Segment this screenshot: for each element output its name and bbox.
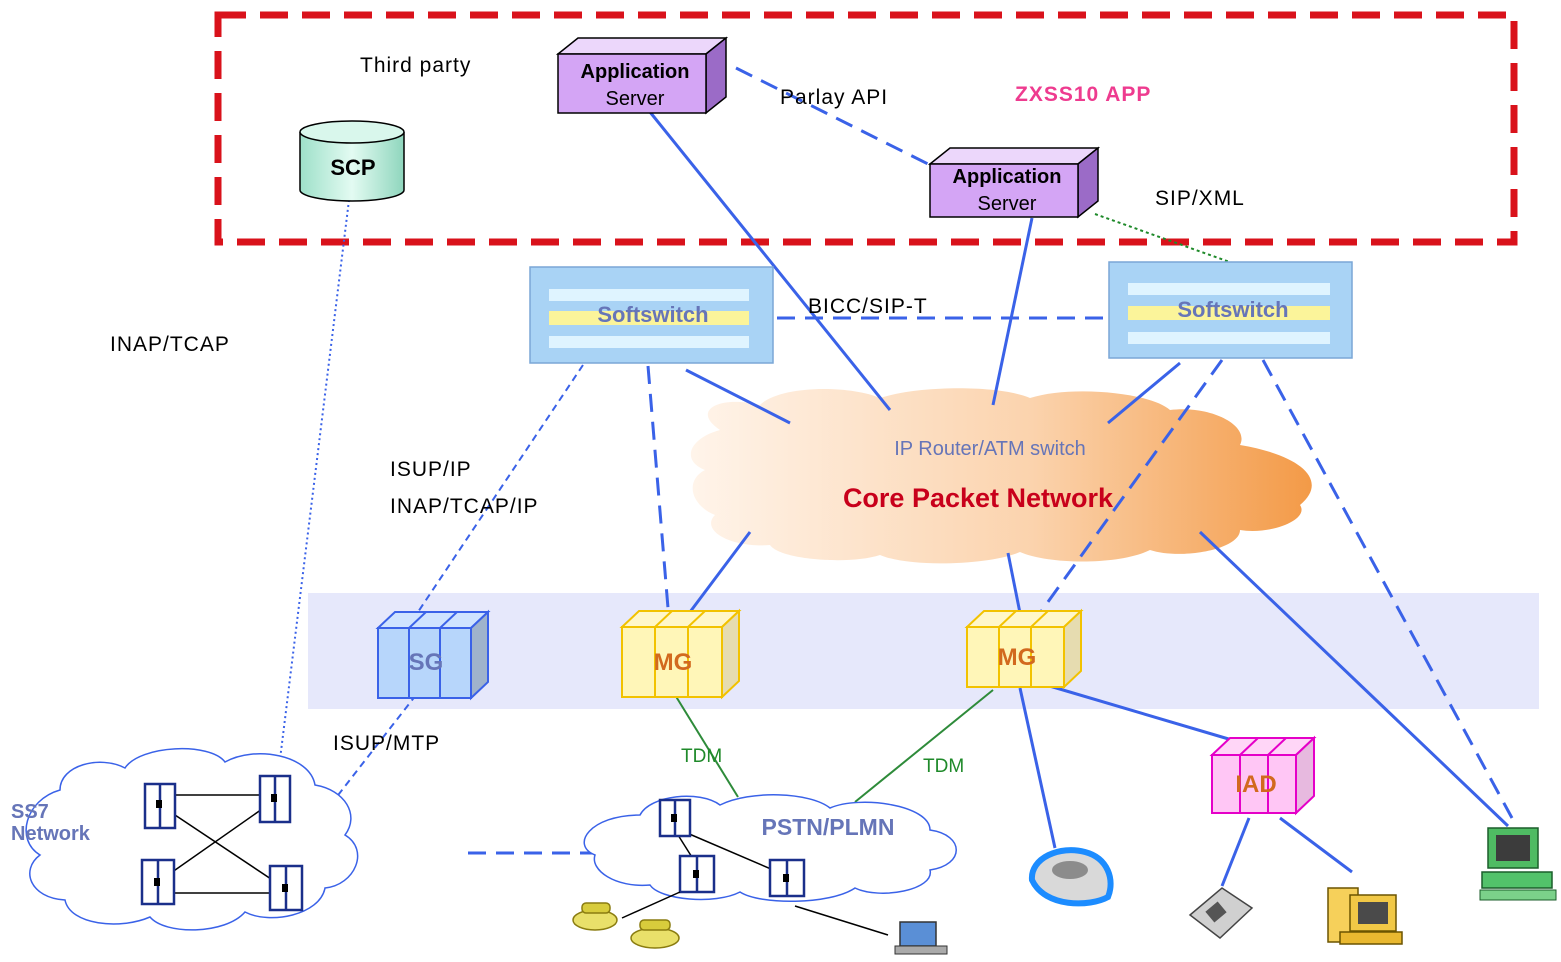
tdm-label-2: TDM bbox=[923, 756, 964, 777]
third-party-label: Third party bbox=[360, 54, 471, 77]
pstn-switch bbox=[768, 858, 806, 898]
pstn-switch bbox=[658, 798, 692, 838]
ss7-switch bbox=[258, 774, 292, 824]
pc-icon bbox=[1479, 827, 1557, 901]
sipxml-link bbox=[1094, 213, 1239, 266]
application-server-2[interactable]: Application Server bbox=[927, 146, 1101, 219]
softswitch-2-label: Softswitch bbox=[1177, 297, 1288, 322]
iad-node[interactable]: IAD bbox=[1209, 735, 1317, 816]
desk-phone-icon bbox=[1188, 887, 1254, 939]
scp-label: SCP bbox=[330, 155, 375, 180]
isup-ip-label: ISUP/IP bbox=[390, 458, 472, 481]
phone-icon bbox=[630, 919, 680, 949]
ss7-label-line1: SS7 bbox=[11, 801, 49, 823]
phone-icon bbox=[572, 902, 618, 931]
tdm-link-1 bbox=[671, 689, 739, 798]
app-server-1-line1: Application bbox=[581, 61, 690, 83]
tdm-link-2 bbox=[854, 689, 994, 803]
pstn-phone-link bbox=[621, 891, 681, 919]
sg-label: SG bbox=[409, 649, 444, 676]
tdm-label-1: TDM bbox=[681, 746, 722, 767]
app-server-2-line1: Application bbox=[953, 166, 1062, 188]
ss7-switch bbox=[140, 858, 176, 906]
ss7-switch bbox=[268, 864, 304, 912]
gateway-band bbox=[308, 593, 1539, 709]
app-server-1-line2: Server bbox=[606, 88, 665, 110]
ss7-label-line2: Network bbox=[11, 823, 91, 845]
parlay-label: Parlay API bbox=[780, 86, 888, 109]
laptop-icon bbox=[894, 921, 948, 955]
links bbox=[648, 111, 1510, 887]
pstn-switch bbox=[678, 854, 716, 894]
signaling-gateway[interactable]: SG bbox=[375, 609, 491, 701]
pstn-pc-link bbox=[794, 905, 889, 936]
pstn-label: PSTN/PLMN bbox=[762, 814, 895, 840]
application-zone-border bbox=[214, 11, 1518, 246]
softswitch-1-label: Softswitch bbox=[597, 302, 708, 327]
app-server-2-line2: Server bbox=[978, 193, 1037, 215]
sip-xml-label: SIP/XML bbox=[1155, 187, 1245, 210]
scp-ss7-link bbox=[274, 199, 350, 801]
inap-tcap-ip-label: INAP/TCAP/IP bbox=[390, 495, 539, 518]
media-gateway-1[interactable]: MG bbox=[619, 608, 742, 700]
iad-label: IAD bbox=[1235, 771, 1276, 798]
ss7-switch bbox=[143, 782, 177, 830]
isup-mtp-label: ISUP/MTP bbox=[333, 732, 440, 755]
desktop-computer-icon bbox=[1327, 887, 1403, 945]
core-network-subtitle: IP Router/ATM switch bbox=[894, 438, 1086, 460]
inap-tcap-label: INAP/TCAP bbox=[110, 333, 230, 356]
scp-node[interactable]: SCP bbox=[299, 120, 405, 202]
bicc-label: BICC/SIP-T bbox=[808, 295, 928, 318]
application-server-1[interactable]: Application Server bbox=[555, 36, 729, 115]
core-network-title: Core Packet Network bbox=[843, 483, 1114, 513]
core-network-cloud[interactable] bbox=[690, 388, 1312, 564]
softswitch-2[interactable]: Softswitch bbox=[1108, 261, 1353, 359]
mg-2-label: MG bbox=[998, 644, 1037, 671]
mg-1-label: MG bbox=[654, 649, 693, 676]
ip-phone-icon bbox=[1029, 847, 1114, 907]
zone-title: ZXSS10 APP bbox=[1015, 83, 1151, 106]
softswitch-1[interactable]: Softswitch bbox=[529, 266, 774, 364]
fine-dashed-links bbox=[327, 364, 584, 809]
media-gateway-2[interactable]: MG bbox=[964, 608, 1084, 690]
dashed-links bbox=[468, 66, 1514, 855]
